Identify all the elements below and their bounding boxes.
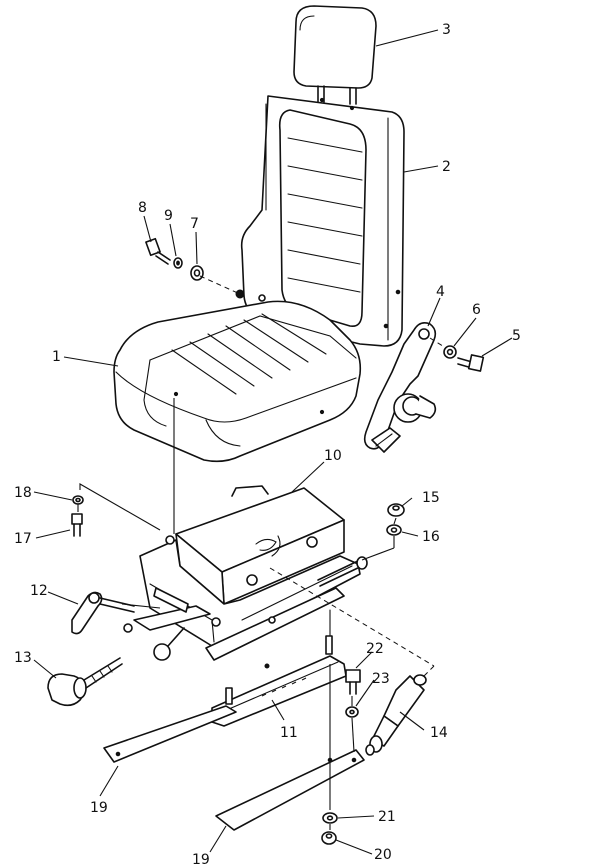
bolt-17 bbox=[71, 513, 83, 537]
recline-bracket bbox=[363, 322, 437, 453]
callout-3: 3 bbox=[442, 22, 451, 38]
callout-19-upper: 19 bbox=[90, 800, 108, 816]
callout-18: 18 bbox=[14, 485, 32, 501]
callout-leaders bbox=[33, 29, 513, 855]
washer-16 bbox=[386, 524, 402, 536]
backrest bbox=[240, 95, 405, 347]
washer-7 bbox=[190, 265, 204, 281]
callout-23: 23 bbox=[372, 671, 390, 687]
rail-slots bbox=[261, 677, 307, 697]
callout-4: 4 bbox=[436, 284, 445, 300]
callout-17: 17 bbox=[14, 531, 32, 547]
nut-15 bbox=[387, 503, 405, 517]
callout-15: 15 bbox=[422, 490, 440, 506]
gas-spring bbox=[365, 674, 427, 756]
washer-6 bbox=[443, 345, 457, 359]
seat-cushion bbox=[113, 289, 362, 463]
callout-8: 8 bbox=[138, 200, 147, 216]
callout-11: 11 bbox=[280, 725, 298, 741]
callout-6: 6 bbox=[472, 302, 481, 318]
callout-19-lower: 19 bbox=[192, 852, 210, 868]
callout-5: 5 bbox=[512, 328, 521, 344]
nut-20 bbox=[321, 831, 337, 845]
callout-12: 12 bbox=[30, 583, 48, 599]
washer-23 bbox=[345, 706, 359, 718]
washer-18 bbox=[72, 495, 84, 505]
callout-21: 21 bbox=[378, 809, 396, 825]
callout-10: 10 bbox=[324, 448, 342, 464]
headrest bbox=[293, 5, 377, 105]
callout-16: 16 bbox=[422, 529, 440, 545]
washer-9 bbox=[173, 257, 183, 269]
callout-20: 20 bbox=[374, 847, 392, 863]
bolt-8 bbox=[145, 237, 171, 265]
callout-1: 1 bbox=[52, 349, 61, 365]
assembly-guide-lines bbox=[77, 398, 435, 830]
adjuster-knob bbox=[47, 657, 123, 707]
callout-7: 7 bbox=[190, 216, 199, 232]
callout-14: 14 bbox=[430, 725, 448, 741]
bolt-22 bbox=[345, 669, 361, 695]
callout-13: 13 bbox=[14, 650, 32, 666]
mounting-plate-upper bbox=[103, 705, 237, 763]
callout-9: 9 bbox=[164, 208, 173, 224]
suspension-base bbox=[123, 485, 368, 669]
callout-labels: 3 2 1 4 5 6 7 8 9 10 18 17 12 13 15 16 1… bbox=[14, 22, 521, 868]
callout-2: 2 bbox=[442, 159, 451, 175]
handle-lever bbox=[71, 591, 135, 635]
washer-21 bbox=[322, 812, 338, 824]
bolt-5 bbox=[457, 354, 485, 372]
callout-22: 22 bbox=[366, 641, 384, 657]
